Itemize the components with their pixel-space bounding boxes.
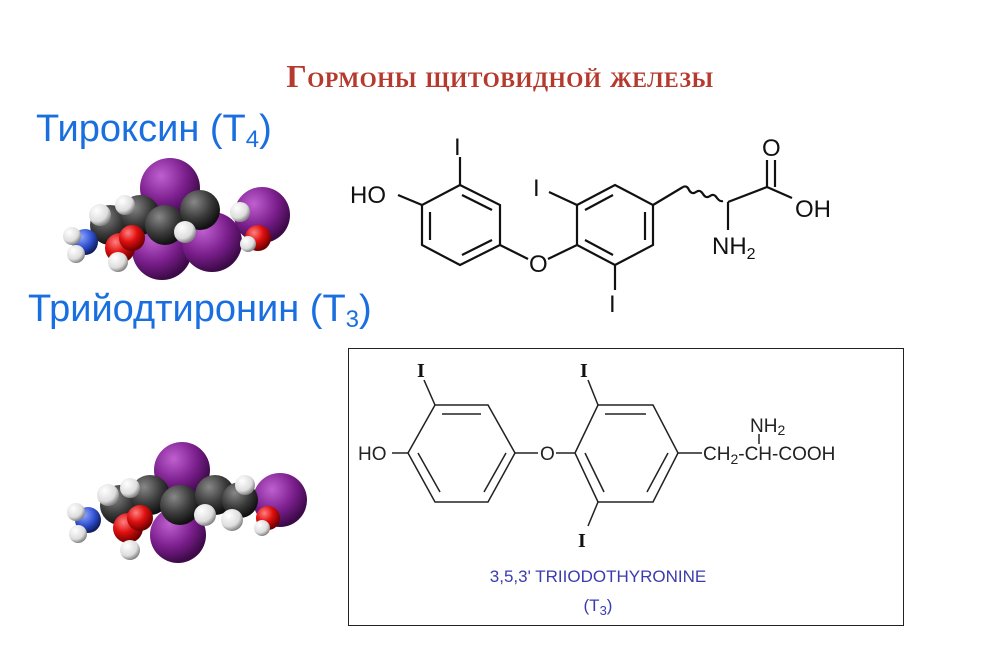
t4-iodine-label: I (533, 175, 540, 202)
t3-caption: 3,5,3' TRIIODOTHYRONINE (490, 567, 706, 586)
t4-iodine-label: I (454, 134, 461, 161)
t3-side-chain-label: CH2-CH-COOH (703, 444, 835, 467)
thyroxine-label-close: ) (259, 108, 272, 150)
t4-amine-sub: 2 (747, 246, 756, 263)
t3-iodine-label: I (580, 360, 588, 382)
t4-molecule-model (63, 158, 290, 280)
triiodothyronine-label: Трийодтиронин (T3) (28, 288, 372, 334)
slide-title: Гормоны щитовидной железы (286, 58, 714, 94)
t3-chain-rest: -CH-COOH (738, 444, 835, 465)
thyroxine-label: Тироксин (T4) (36, 108, 272, 154)
t4-structural-formula: HO I I I O O OH NH2 (350, 134, 831, 318)
t3-structure-frame (348, 348, 904, 626)
thyroxine-label-sub: 4 (245, 126, 260, 153)
t3-caption-sub: 3 (600, 603, 607, 618)
t3-ch2-sub: 2 (730, 451, 738, 467)
t3-structural-formula: HO I I I O NH2 CH2-CH-COOH 3,5,3' TRIIOD… (358, 360, 835, 618)
t3-amine-sub: 2 (777, 422, 785, 438)
t3-iodine-label: I (417, 360, 425, 382)
triiodothyronine-label-text: Трийодтиронин (T (28, 288, 346, 330)
t3-caption-abbrev: (T3) (584, 596, 613, 618)
t4-carboxyl-oh-label: OH (795, 196, 831, 223)
t3-molecule-model (67, 442, 307, 563)
thyroxine-label-text: Тироксин (T (36, 108, 246, 150)
triiodothyronine-label-close: ) (359, 288, 372, 330)
t4-amine-label: NH2 (712, 233, 756, 263)
t4-hydroxyl-label: HO (350, 182, 386, 209)
t4-ether-oxygen-label: O (529, 251, 548, 278)
t3-ether-oxygen-label: O (540, 444, 555, 465)
t3-caption-close: ) (607, 596, 613, 615)
t3-caption-open: (T (584, 596, 600, 615)
t3-iodine-label: I (578, 530, 586, 552)
t3-amine-label: NH2 (750, 416, 785, 438)
t4-amine-text: NH (712, 233, 747, 260)
t3-amine-text: NH (750, 416, 777, 437)
t4-iodine-label: I (609, 291, 616, 318)
triiodothyronine-label-sub: 3 (345, 306, 360, 333)
t3-hydroxyl-label: HO (358, 444, 387, 465)
t3-ch2-text: CH (703, 444, 730, 465)
t4-carbonyl-oxygen-label: O (762, 135, 781, 162)
